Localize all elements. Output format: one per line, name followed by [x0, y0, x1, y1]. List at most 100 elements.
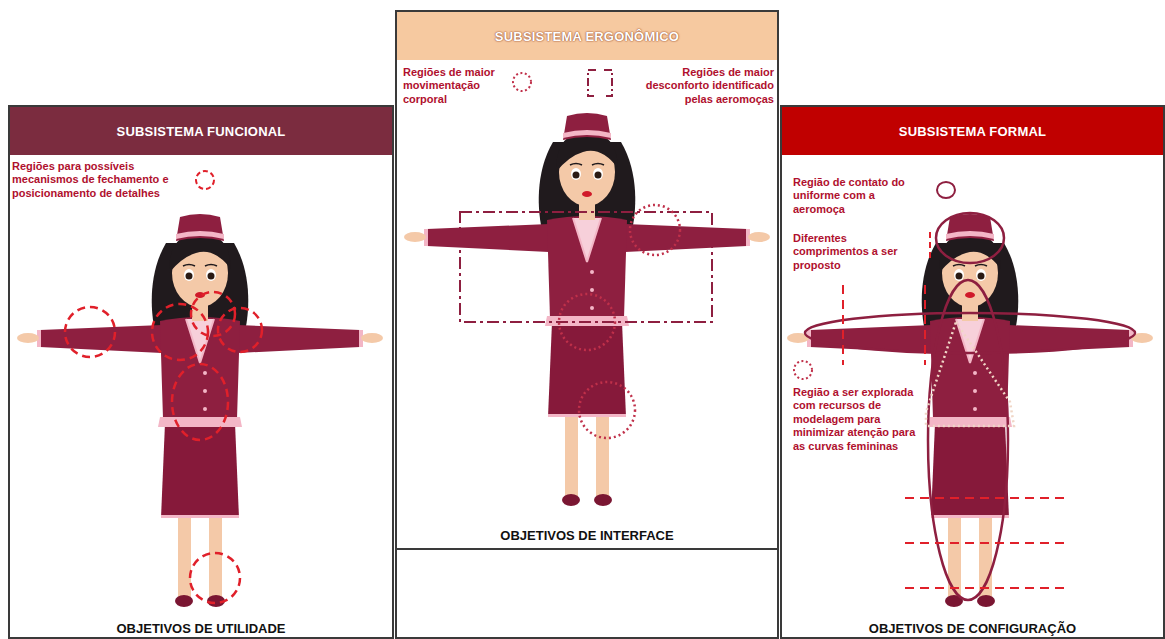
panel-header-band: SUBSISTEMA FUNCIONAL [10, 107, 392, 155]
shoe [562, 494, 580, 506]
iris [956, 273, 963, 280]
iris [978, 273, 985, 280]
button [203, 371, 207, 375]
iris [186, 273, 193, 280]
shoe [594, 494, 612, 506]
panel-footer: OBJETIVOS DE INTERFACE [397, 526, 777, 544]
eye [184, 269, 194, 281]
discomfort-region [460, 212, 712, 322]
legend-sample [794, 361, 812, 379]
hat [563, 113, 611, 140]
button [590, 288, 594, 292]
skirt [548, 322, 626, 417]
brow [975, 265, 987, 267]
jacket-hem [158, 417, 242, 427]
iris [573, 172, 580, 179]
shoe [175, 595, 193, 607]
objective-label: OBJETIVOS DE CONFIGURAÇÃO [869, 621, 1076, 636]
button [590, 306, 594, 310]
objective-label: OBJETIVOS DE INTERFACE [500, 528, 673, 543]
flight-attendant-figure [787, 214, 1153, 607]
closure-region [218, 308, 262, 352]
lapel [573, 218, 601, 262]
sleeve [427, 224, 549, 252]
panel-footer: OBJETIVOS DE CONFIGURAÇÃO [782, 619, 1163, 637]
eye [206, 269, 216, 281]
legend-sample [196, 171, 214, 189]
lips [582, 191, 592, 197]
hat-band [563, 130, 611, 138]
flight-attendant-figure [17, 214, 383, 607]
hand [17, 333, 39, 343]
button [203, 407, 207, 411]
legend-text: Regiões de maior desconforto identificad… [622, 66, 774, 106]
length-mark [905, 497, 1065, 499]
legend-sample [513, 73, 531, 91]
hat [946, 214, 994, 241]
lapel [186, 319, 214, 363]
length-mark [924, 285, 926, 365]
brow [592, 164, 604, 166]
skirt [931, 423, 1009, 518]
button [590, 270, 594, 274]
panel-title: SUBSISTEMA FORMAL [893, 124, 1052, 139]
shoe [977, 595, 995, 607]
movement-region [579, 382, 635, 438]
legend-text: Região de contato do uniforme com a aero… [793, 176, 929, 216]
eye [954, 269, 964, 281]
closure-region [190, 553, 240, 603]
skirt-hem [931, 515, 1009, 518]
eye [593, 168, 603, 180]
button [973, 389, 977, 393]
movement-region [630, 205, 680, 255]
length-mark [842, 285, 844, 365]
leg [565, 410, 578, 496]
movement-region [559, 294, 615, 350]
sleeve [40, 325, 162, 353]
brow [205, 265, 217, 267]
leg [596, 410, 609, 496]
button [973, 371, 977, 375]
sleeve [625, 224, 747, 252]
legend-text: Região a ser explorada com recursos de m… [793, 386, 921, 453]
legend-text: Regiões para possíveis mecanismos de fec… [12, 160, 192, 200]
button [203, 389, 207, 393]
panel-footer: OBJETIVOS DE UTILIDADE [10, 619, 392, 637]
panel-title: SUBSISTEMA ERGONÔMICO [489, 29, 685, 44]
length-mark [905, 542, 1065, 544]
panel-title: SUBSISTEMA FUNCIONAL [111, 124, 292, 139]
legend-sample [588, 70, 612, 96]
hand [361, 333, 383, 343]
button [973, 407, 977, 411]
hand [404, 232, 426, 242]
legend-sample [937, 182, 955, 198]
contact-region [936, 213, 1004, 263]
closure-region [191, 292, 235, 336]
hand [748, 232, 770, 242]
hat-band [176, 231, 224, 239]
skirt-hem [161, 515, 239, 518]
modelling-region [926, 322, 1014, 426]
skirt [161, 423, 239, 518]
legend-text: Regiões de maior movimentação corporal [403, 66, 508, 106]
brow [570, 164, 582, 166]
brow [183, 265, 195, 267]
objective-label: OBJETIVOS DE UTILIDADE [116, 621, 285, 636]
blouse [573, 218, 601, 262]
eye [571, 168, 581, 180]
contact-region [928, 280, 1008, 600]
sleeve [238, 325, 360, 353]
panel-header-band: SUBSISTEMA ERGONÔMICO [397, 12, 777, 60]
contact-region [805, 313, 1135, 353]
brow [953, 265, 965, 267]
iris [595, 172, 602, 179]
hat-band [946, 231, 994, 239]
leg [178, 511, 191, 597]
panel-divider [397, 548, 777, 550]
blouse [186, 319, 214, 363]
length-mark [905, 587, 1065, 589]
closure-region [152, 304, 208, 360]
closure-region [172, 364, 228, 440]
